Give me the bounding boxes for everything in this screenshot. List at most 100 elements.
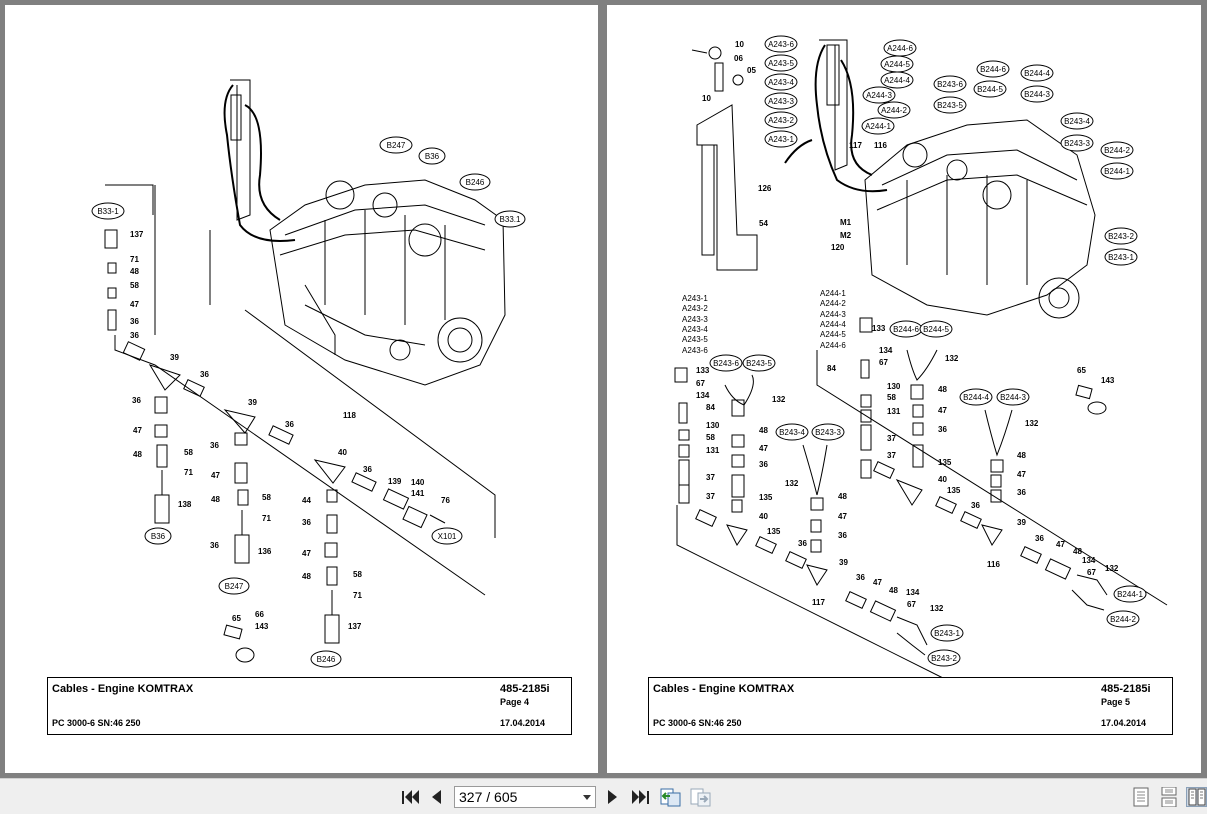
item-label: 140: [411, 478, 425, 487]
item-label: 135: [947, 486, 961, 495]
item-label: 36: [838, 531, 847, 540]
document-page-right: A243-6 A243-5 A243-4 A243-3 A243-2 A243-…: [607, 5, 1201, 773]
chevron-down-icon[interactable]: [583, 795, 591, 800]
item-label: 132: [930, 604, 944, 613]
item-label: 40: [338, 448, 347, 457]
item-label: 67: [907, 600, 916, 609]
item-label: 67: [1087, 568, 1096, 577]
item-label: 48: [938, 385, 947, 394]
bubble-label: B243-5: [746, 359, 772, 368]
item-label: 36: [1035, 534, 1044, 543]
item-label: 36: [210, 541, 219, 550]
page-label: Page 4: [500, 697, 530, 707]
item-label: 65: [1077, 366, 1086, 375]
bubble-label: B36: [425, 152, 440, 161]
first-page-icon: [401, 790, 419, 804]
item-label: 36: [302, 518, 311, 527]
model-label: PC 3000-6 SN:46 250: [653, 718, 742, 728]
two-page-view-button[interactable]: [1186, 787, 1207, 807]
bubble-label: B243-2: [1108, 232, 1134, 241]
item-label: 117: [812, 598, 825, 607]
first-page-button[interactable]: [400, 787, 420, 807]
bubble-label: B244-3: [1024, 90, 1050, 99]
item-label: 47: [873, 578, 882, 587]
item-label: 143: [1101, 376, 1115, 385]
item-label: 39: [1017, 518, 1026, 527]
go-back-view-button[interactable]: [660, 787, 682, 807]
bubble-label: B243-4: [779, 428, 805, 437]
item-label: 137: [130, 230, 144, 239]
item-label: 06: [734, 54, 743, 63]
item-label: 48: [130, 267, 139, 276]
bubble-label: B244-1: [1104, 167, 1130, 176]
item-label: 36: [130, 331, 139, 340]
item-label: 36: [798, 539, 807, 548]
item-label: 58: [887, 393, 896, 402]
item-label: 36: [759, 460, 768, 469]
item-label: 135: [767, 527, 781, 536]
single-page-icon: [1133, 787, 1149, 807]
item-label: 130: [887, 382, 901, 391]
item-label: 47: [211, 471, 220, 480]
forward-view-icon: [690, 788, 711, 807]
item-label: 136: [258, 547, 272, 556]
bubble-label: A244-5: [884, 60, 910, 69]
group-list-item: A243-4: [682, 325, 708, 334]
item-label: 76: [441, 496, 450, 505]
bubble-label: B243-6: [713, 359, 739, 368]
item-label: 36: [285, 420, 294, 429]
item-label: 120: [831, 243, 845, 252]
item-label: 36: [938, 425, 947, 434]
item-label: 117: [849, 141, 862, 150]
bubble-label: A244-3: [866, 91, 892, 100]
next-page-button[interactable]: [604, 787, 620, 807]
bubble-label: B36: [151, 532, 166, 541]
item-label: 36: [971, 501, 980, 510]
group-list-item: A244-2: [820, 299, 846, 308]
item-label: 134: [906, 588, 920, 597]
next-page-icon: [607, 790, 617, 804]
page-number-field[interactable]: 327 / 605: [454, 786, 596, 808]
go-forward-view-button[interactable]: [690, 787, 712, 807]
continuous-page-icon: [1161, 787, 1177, 807]
total-pages-value: 605: [494, 789, 518, 805]
item-label: 36: [1017, 488, 1026, 497]
item-label: 48: [133, 450, 142, 459]
item-label: 47: [130, 300, 139, 309]
item-label: 47: [1056, 540, 1065, 549]
single-page-view-button[interactable]: [1132, 787, 1150, 807]
page-separator: /: [486, 789, 491, 805]
bubble-label: B243-1: [934, 629, 960, 638]
item-label: 54: [759, 219, 768, 228]
bubble-label: A243-1: [768, 135, 794, 144]
last-page-button[interactable]: [630, 787, 650, 807]
continuous-view-button[interactable]: [1160, 787, 1178, 807]
bubble-label: A243-6: [768, 40, 794, 49]
item-label: 126: [758, 184, 772, 193]
item-label: 134: [879, 346, 893, 355]
item-label: 131: [887, 407, 901, 416]
current-page-value: 327: [459, 789, 483, 805]
item-label: 58: [184, 448, 193, 457]
item-label: 133: [696, 366, 710, 375]
item-label: 48: [759, 426, 768, 435]
previous-page-button[interactable]: [428, 787, 444, 807]
bubble-label: A244-4: [884, 76, 910, 85]
item-label: 118: [343, 411, 356, 420]
item-label: 36: [200, 370, 209, 379]
drawing-title: Cables - Engine KOMTRAX: [653, 683, 795, 695]
item-label: 37: [706, 473, 715, 482]
bubble-label: A243-5: [768, 59, 794, 68]
two-page-icon: [1188, 788, 1205, 806]
model-label: PC 3000-6 SN:46 250: [52, 718, 141, 728]
item-label: 48: [838, 492, 847, 501]
parts-diagram-left: B247 B36 B246 B33-1 B36 B247 B246 X101 B…: [91, 79, 526, 668]
bubble-label: B33.1: [500, 215, 521, 224]
bubble-label: B246: [466, 178, 485, 187]
bubble-label: A244-1: [865, 122, 891, 131]
bubble-label: B244-4: [963, 393, 989, 402]
item-label: 36: [363, 465, 372, 474]
bubble-label: B244-6: [980, 65, 1006, 74]
date-label: 17.04.2014: [500, 718, 546, 728]
bubble-label: B244-2: [1104, 146, 1130, 155]
